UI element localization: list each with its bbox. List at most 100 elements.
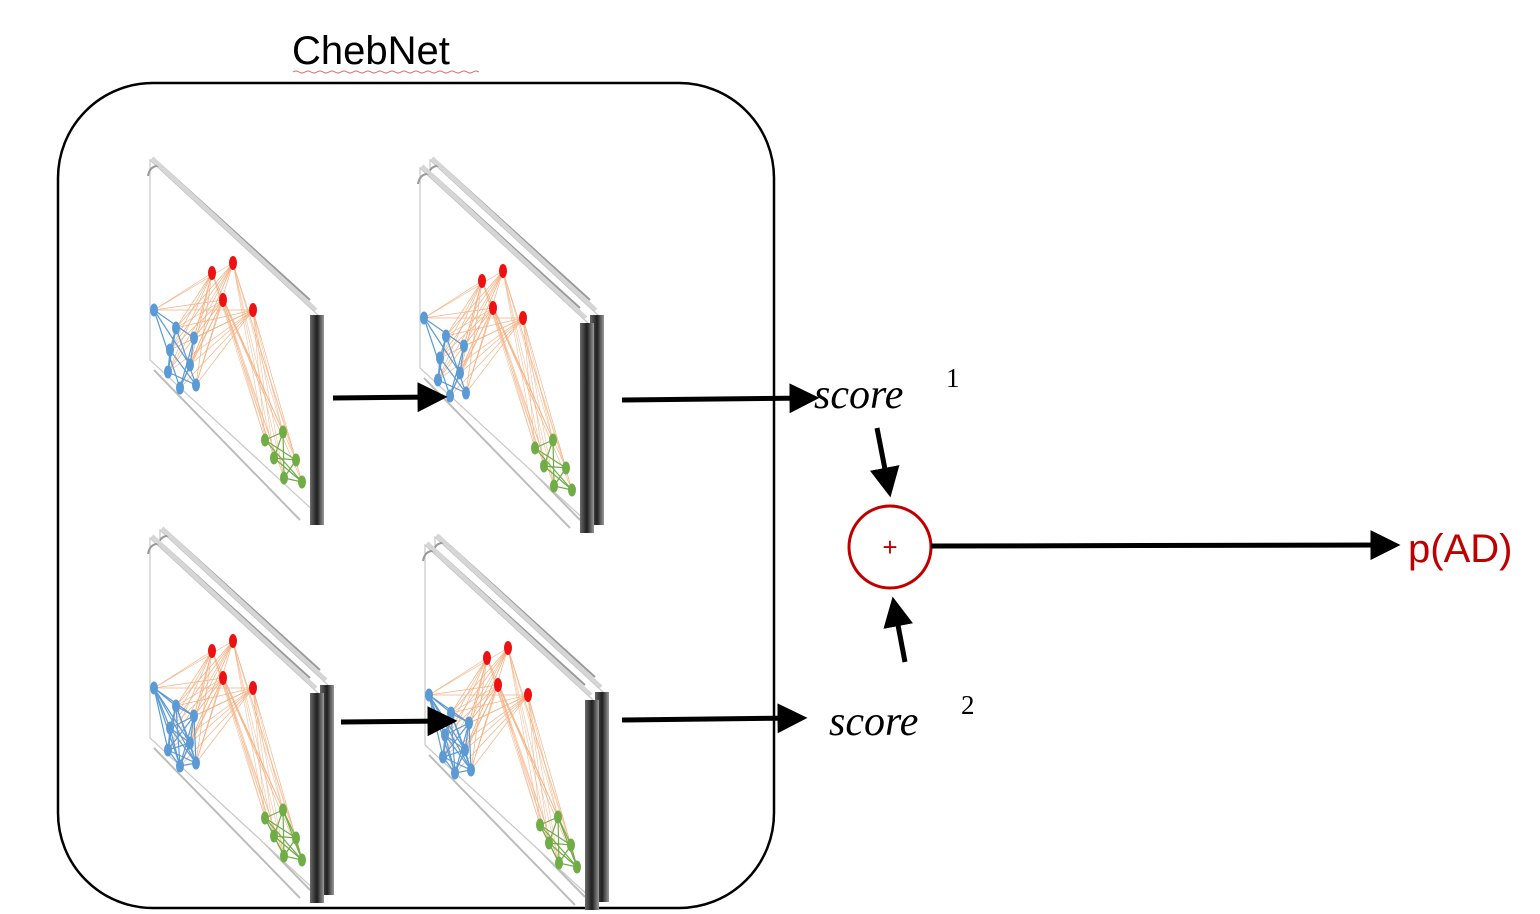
arrow-layer1-top	[332, 382, 448, 413]
graph-edge	[153, 650, 213, 689]
graph-edge	[175, 262, 234, 329]
graph-node-red	[499, 264, 507, 278]
graph-edge	[167, 371, 197, 386]
graph-node-red	[489, 301, 497, 315]
graph-edge	[232, 262, 303, 483]
graph-node-green	[270, 451, 278, 465]
graph-edge	[252, 687, 303, 861]
score1-label: score 1	[814, 363, 960, 418]
graph-node-blue	[192, 378, 200, 392]
graph-edge	[175, 272, 213, 329]
arrow-to-score1	[621, 383, 820, 414]
score1-superscript: 1	[946, 363, 960, 393]
graph-edge	[522, 317, 536, 449]
plate-side-edge	[310, 693, 324, 903]
graph-edge	[232, 640, 275, 837]
graph-edge	[507, 647, 578, 868]
graph-node-blue	[172, 321, 180, 335]
plate-bottom-edge	[423, 377, 571, 529]
graph-node-red	[208, 644, 216, 658]
graph-edge	[153, 640, 234, 689]
graph-node-red	[504, 641, 512, 655]
graph-node-blue	[190, 709, 198, 723]
graph-edge	[470, 684, 499, 771]
graph-edge	[428, 647, 509, 696]
graph-node-blue	[420, 311, 428, 325]
graph-edge	[423, 307, 494, 319]
graph-node-red	[478, 274, 486, 288]
graph-nodes	[425, 641, 581, 874]
graph-node-green	[531, 441, 539, 455]
graph-edge	[167, 715, 195, 751]
graph-edge	[463, 270, 504, 347]
graph-edge	[527, 694, 559, 818]
arrow-layer1-bottom	[340, 706, 458, 737]
graph-edge	[189, 309, 254, 366]
graph-node-green	[555, 856, 563, 870]
plate-top-edge	[425, 541, 593, 697]
graph-edge	[153, 309, 191, 366]
graph-edge	[193, 262, 234, 339]
graph-edge	[502, 270, 573, 491]
graph-node-blue	[462, 386, 470, 400]
graph-edge	[169, 677, 224, 729]
graph-node-blue	[166, 721, 174, 735]
graph-edge	[445, 270, 504, 337]
graph-node-blue	[176, 381, 184, 395]
graph-edge	[232, 262, 275, 459]
graph-edge	[464, 657, 488, 751]
graph-edge	[232, 640, 266, 819]
graph-node-red	[494, 678, 502, 692]
graph-node-green	[292, 453, 300, 467]
graph-edge	[464, 694, 529, 751]
graph-edge	[445, 335, 467, 394]
plate-top-edge	[160, 526, 328, 682]
graph-edge	[439, 280, 483, 359]
graph-edge	[252, 687, 266, 819]
plus-icon: +	[882, 532, 897, 562]
graph-edge	[497, 684, 541, 826]
graph-node-blue	[186, 736, 194, 750]
graph-edge	[169, 262, 234, 351]
graph-node-blue	[439, 750, 447, 764]
graph-edge	[492, 307, 555, 487]
graph-edge	[222, 299, 285, 479]
graph-edge	[437, 379, 467, 394]
graph-edge	[439, 307, 494, 359]
graph-node-green	[568, 483, 576, 497]
graph-edge	[195, 299, 224, 386]
graph-node-green	[562, 461, 570, 475]
arrow-to-score2	[621, 703, 808, 734]
graph-edge	[459, 280, 483, 374]
graph-nodes	[150, 256, 306, 489]
graph-nodes	[420, 264, 576, 497]
graph-edge	[252, 309, 284, 433]
graph-edge	[175, 309, 254, 329]
graph-edge	[222, 677, 303, 861]
graph-node-green	[280, 849, 288, 863]
graph-edge	[153, 299, 224, 311]
graph-node-green	[554, 810, 562, 824]
graph-node-green	[545, 836, 553, 850]
graph-edge	[507, 647, 541, 826]
graph-node-blue	[164, 365, 172, 379]
graph-node-green	[549, 433, 557, 447]
graph-edge	[252, 687, 285, 857]
plate-top-edge	[435, 533, 603, 689]
arrow-sum-to-output	[930, 530, 1401, 561]
graph-edge	[423, 270, 504, 319]
graph-node-red	[229, 634, 237, 648]
arrow-score1-to-sum	[869, 427, 900, 498]
graph-edge	[522, 317, 554, 441]
score2-superscript: 2	[961, 690, 975, 720]
graph-edge	[442, 694, 529, 758]
plate-bottom-edge	[428, 754, 576, 906]
graph-node-red	[229, 256, 237, 270]
graph-edge	[465, 307, 494, 394]
score2-label: score 2	[829, 690, 975, 745]
graph-edge	[193, 715, 197, 764]
graph-edge	[282, 809, 285, 857]
graph-edge	[543, 465, 573, 491]
graph-edge	[252, 309, 266, 441]
graph-edge	[195, 677, 224, 764]
